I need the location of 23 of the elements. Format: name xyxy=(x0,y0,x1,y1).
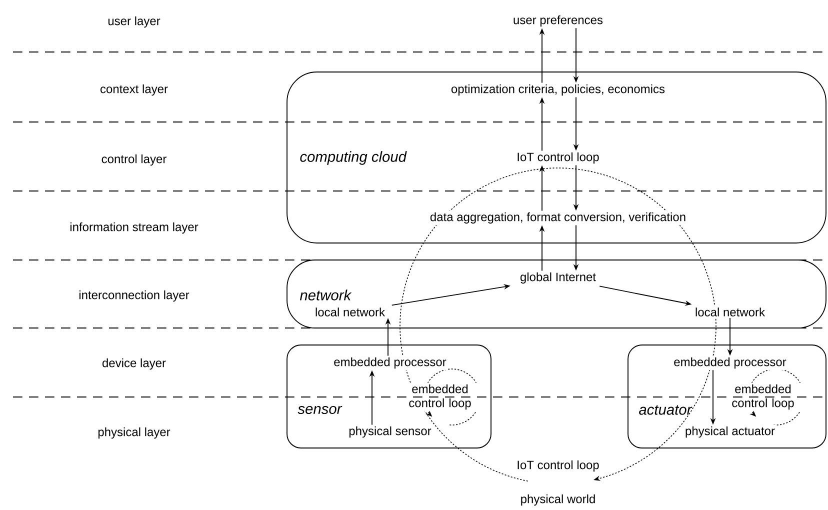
node-label: IoT control loop xyxy=(518,152,599,164)
node-label: physical actuator xyxy=(686,426,775,438)
layer-label: context layer xyxy=(100,84,168,96)
loop-arrow xyxy=(400,168,716,482)
node-label: local network xyxy=(696,308,766,316)
node-label: physical sensor xyxy=(349,426,432,438)
layer-label: physical layer xyxy=(98,427,170,439)
node-label: local network xyxy=(316,308,386,316)
layer-label: control layer xyxy=(102,154,166,166)
layer-label: user layer xyxy=(108,16,160,28)
layer-label: device layer xyxy=(102,358,166,370)
node-label: embedded control loop xyxy=(732,384,794,410)
layer-label: interconnection layer xyxy=(79,290,190,302)
node-label: embedded processor xyxy=(674,357,786,369)
node-label: physical world xyxy=(521,494,595,506)
node-label: global Internet xyxy=(520,272,596,284)
node-label: embedded processor xyxy=(334,357,446,369)
node-label: embedded control loop xyxy=(409,384,471,410)
node-label: data aggregation, format conversion, verification xyxy=(430,212,686,224)
edge-label: IoT control loop xyxy=(515,459,601,473)
node-label: user preferences xyxy=(514,15,603,27)
layer-label: information stream layer xyxy=(70,222,198,234)
node-label: optimization criteria, policies, economics xyxy=(451,84,665,96)
